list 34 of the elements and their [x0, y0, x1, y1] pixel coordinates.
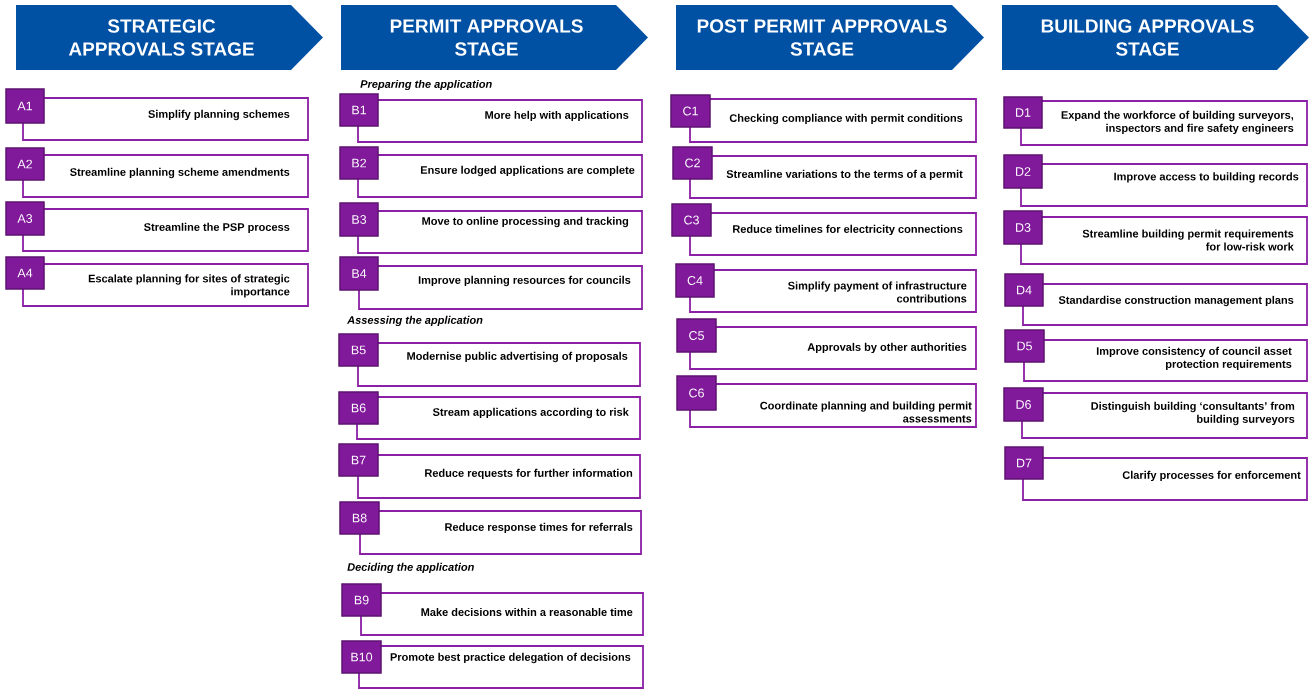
number-badge: D3: [1003, 210, 1043, 245]
number-badge: B5: [338, 333, 379, 367]
number-badge: D7: [1004, 446, 1044, 480]
number-badge: A1: [5, 88, 45, 124]
number-badge: D4: [1004, 273, 1044, 307]
number-badge: A3: [5, 201, 45, 236]
number-badge: D1: [1003, 96, 1043, 129]
number-badge: B7: [338, 443, 379, 477]
number-badge: A2: [5, 147, 45, 181]
stage-banner: STRATEGIC APPROVALS STAGE: [16, 5, 323, 70]
section-heading: Assessing the application: [347, 315, 483, 327]
stage-banner: POST PERMIT APPROVALS STAGE: [676, 5, 984, 70]
section-heading: Preparing the application: [360, 79, 492, 91]
number-badge: C6: [676, 375, 717, 411]
number-badge: C5: [676, 318, 717, 353]
number-badge: C3: [671, 203, 712, 237]
number-badge: A4: [5, 256, 45, 290]
number-badge: B6: [338, 391, 379, 425]
number-badge: C1: [670, 94, 711, 128]
number-badge: C4: [675, 263, 715, 298]
number-badge: B2: [339, 146, 379, 180]
number-badge: B1: [339, 93, 379, 127]
number-badge: B10: [341, 640, 382, 674]
number-badge: C2: [672, 146, 713, 180]
number-badge: B4: [339, 256, 379, 291]
number-badge: B9: [341, 583, 382, 617]
number-badge: D5: [1004, 329, 1045, 363]
number-badge: B3: [339, 202, 379, 237]
stage-banner: PERMIT APPROVALS STAGE: [341, 5, 648, 70]
number-badge: B8: [339, 501, 380, 535]
number-badge: D6: [1003, 387, 1044, 422]
section-heading: Deciding the application: [347, 562, 474, 574]
stage-banner: BUILDING APPROVALS STAGE: [1002, 5, 1309, 70]
number-badge: D2: [1003, 154, 1043, 189]
